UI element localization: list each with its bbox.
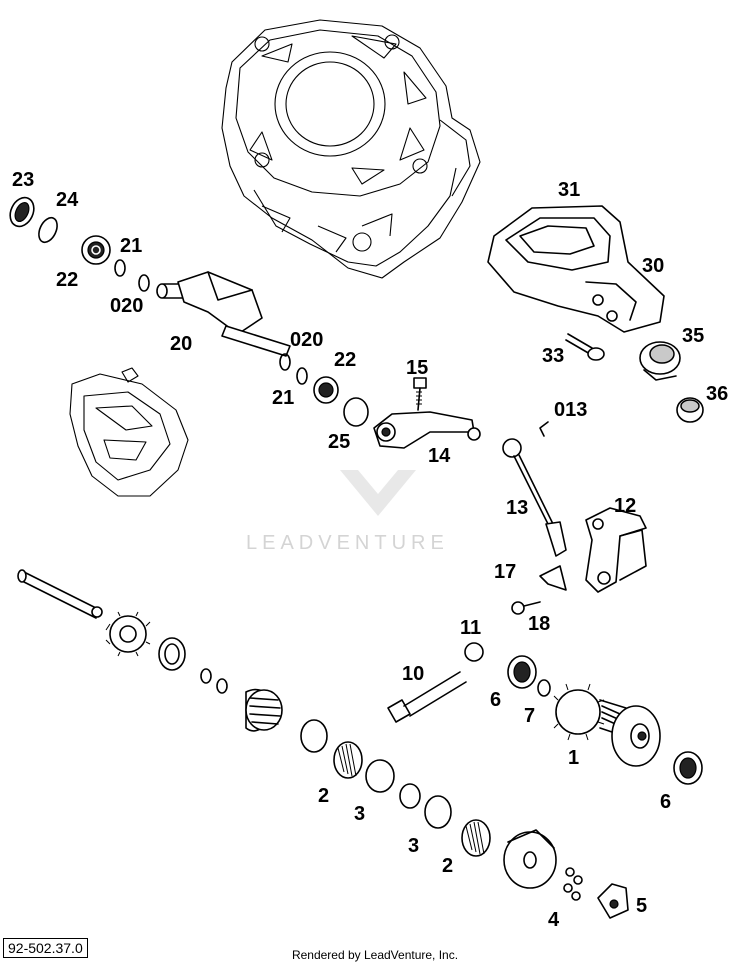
part-4-balls — [563, 867, 583, 901]
label-12: 12 — [614, 495, 636, 517]
footer-text: Rendered by LeadVenture, Inc. — [291, 948, 459, 962]
part-020-ring — [138, 274, 150, 292]
bushing — [399, 783, 421, 809]
label-2: 2 — [318, 785, 329, 807]
label-10: 10 — [402, 663, 424, 685]
part-21-washer-2 — [296, 367, 308, 385]
label-24: 24 — [56, 189, 79, 211]
part-21-washer — [114, 259, 126, 277]
cylinder-drawing — [221, 19, 481, 279]
leadventure-logo-mark — [340, 470, 416, 516]
part-2-needle-bearing-2 — [461, 819, 491, 857]
part-6-bearing-2 — [673, 751, 703, 785]
part-14-lever — [373, 411, 481, 449]
label-23: 23 — [12, 169, 34, 191]
part-31-cover — [487, 205, 665, 333]
part-11-washer — [464, 642, 484, 662]
part-labels: 23 24 21 22 020 20 020 22 21 25 15 14 01… — [12, 169, 728, 931]
part-1-kickstart-gear — [553, 683, 661, 767]
label-13: 13 — [506, 497, 528, 519]
part-12-bracket — [585, 507, 647, 593]
label-31: 31 — [558, 179, 580, 201]
part-7-ring — [537, 679, 551, 697]
label-21: 21 — [120, 235, 142, 257]
part-36-valve-ring — [676, 397, 704, 423]
part-15-bolt — [413, 377, 427, 411]
label-1: 1 — [568, 747, 579, 769]
label-30: 30 — [642, 255, 664, 277]
watermark-text: LEADVENTURE — [246, 532, 449, 554]
kickstart-gear — [105, 611, 151, 657]
label-14: 14 — [428, 445, 451, 467]
thrust-washer-1 — [300, 719, 328, 753]
label-17: 17 — [494, 561, 516, 583]
part-2-needle-bearing — [333, 741, 363, 779]
label-020-b: 020 — [290, 329, 323, 351]
diagram-code: 92-502.37.0 — [3, 938, 88, 958]
part-17-clip — [539, 565, 567, 591]
label-36: 36 — [706, 383, 728, 405]
label-2-b: 2 — [442, 855, 453, 877]
part-25-o-ring — [343, 397, 369, 427]
part-10-bolt — [387, 671, 467, 723]
part-22-bearing-2 — [313, 376, 339, 404]
part-3-washer — [365, 759, 395, 793]
kickstart-shaft — [17, 569, 103, 619]
part-18-screw — [511, 601, 541, 615]
part-13-rod — [502, 438, 567, 557]
small-washer-1 — [200, 668, 212, 684]
label-7: 7 — [524, 705, 535, 727]
label-20: 20 — [170, 333, 192, 355]
label-33: 33 — [542, 345, 564, 367]
label-11: 11 — [460, 617, 481, 639]
label-020: 020 — [110, 295, 143, 317]
label-18: 18 — [528, 613, 550, 635]
kickstart-spring — [245, 688, 283, 732]
part-020-ring-2 — [279, 353, 291, 371]
label-4: 4 — [548, 909, 560, 931]
part-6-bearing — [507, 655, 537, 689]
label-6: 6 — [490, 689, 501, 711]
ratchet-disk — [503, 829, 557, 889]
label-15: 15 — [406, 357, 428, 379]
spring-guide — [158, 637, 186, 671]
gasket-cover-drawing — [69, 367, 189, 497]
part-3-washer-2 — [424, 795, 452, 829]
label-35: 35 — [682, 325, 704, 347]
part-20-exhaust-shaft — [156, 271, 291, 357]
label-6-b: 6 — [660, 791, 671, 813]
label-22: 22 — [56, 269, 78, 291]
part-013-clip — [539, 421, 549, 437]
label-013: 013 — [554, 399, 587, 421]
part-33-bolt — [565, 333, 605, 361]
label-22-b: 22 — [334, 349, 356, 371]
part-35-valve-cap — [639, 341, 681, 381]
label-3-b: 3 — [408, 835, 419, 857]
label-25: 25 — [328, 431, 350, 453]
part-5-pawl — [597, 883, 629, 919]
label-21-b: 21 — [272, 387, 294, 409]
small-washer-2 — [216, 678, 228, 694]
part-23-seal — [9, 196, 35, 228]
label-3: 3 — [354, 803, 365, 825]
part-22-bearing — [81, 235, 111, 265]
part-24-o-ring — [38, 216, 58, 244]
label-5: 5 — [636, 895, 647, 917]
